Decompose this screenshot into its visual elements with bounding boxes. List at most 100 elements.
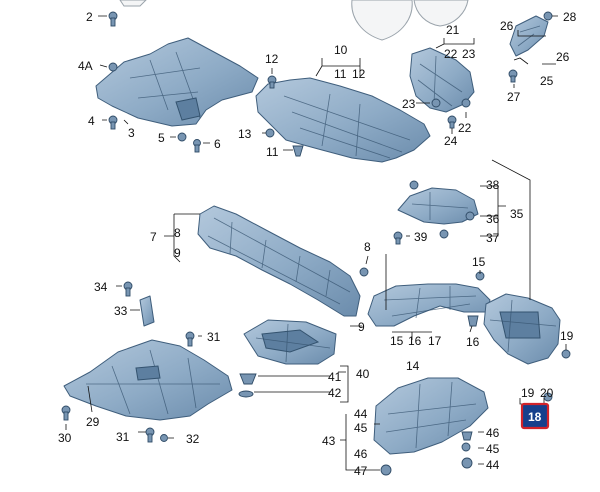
fastener-38[interactable]	[409, 180, 419, 190]
callout-27: 27	[507, 90, 521, 104]
fastener-42[interactable]	[238, 390, 254, 398]
fastener-27[interactable]	[508, 69, 518, 83]
fastener-31a[interactable]	[185, 331, 195, 347]
callout-39: 39	[414, 230, 428, 244]
fastener-16[interactable]	[467, 315, 479, 327]
callout-31a: 31	[207, 330, 221, 344]
fastener-24[interactable]	[447, 115, 457, 129]
callout-10: 10	[334, 43, 348, 57]
highlighted-part-label: 18	[528, 410, 542, 424]
callout-2: 2	[86, 10, 93, 24]
fastener-2[interactable]	[108, 11, 118, 27]
part-7-tunnel-shield[interactable]	[197, 205, 361, 317]
fastener-22[interactable]	[461, 98, 471, 108]
callout-3: 3	[128, 126, 135, 140]
callout-5: 5	[158, 131, 165, 145]
callout-9: 9	[358, 320, 365, 334]
fastener-39[interactable]	[393, 231, 403, 245]
callout-15b: 15	[390, 334, 404, 348]
fastener-45[interactable]	[461, 442, 471, 452]
callout-23a: 23	[462, 47, 476, 61]
part-29-rear-underpanel[interactable]	[63, 339, 233, 421]
callout-26: 26	[556, 50, 570, 64]
callout-37: 37	[486, 231, 500, 245]
fastener-4[interactable]	[108, 115, 118, 130]
callout-24: 24	[444, 134, 458, 148]
part-43-lower-shield[interactable]	[373, 377, 489, 455]
callout-40: 40	[356, 367, 370, 381]
callout-31: 31	[116, 430, 130, 444]
fastener-34[interactable]	[123, 281, 133, 297]
fastener-20[interactable]	[543, 392, 553, 402]
part-21-bracket[interactable]	[409, 47, 475, 113]
fastener-4a[interactable]	[108, 62, 118, 72]
callout-11: 11	[266, 145, 279, 159]
fastener-28[interactable]	[543, 11, 553, 21]
callout-26a: 26	[500, 19, 514, 33]
callout-23: 23	[402, 97, 416, 111]
callout-8: 8	[364, 240, 371, 254]
fastener-8[interactable]	[359, 267, 369, 277]
part-3-front-underpanel[interactable]	[95, 37, 259, 127]
callout-12a: 12	[352, 67, 366, 81]
callout-35: 35	[510, 207, 524, 221]
callout-45: 45	[486, 442, 500, 456]
callout-11a: 11	[334, 67, 347, 81]
callout-25: 25	[540, 74, 554, 88]
leader-lines	[65, 15, 567, 471]
callout-20: 20	[540, 386, 554, 400]
callout-9a: 9	[174, 246, 181, 260]
callout-28: 28	[563, 10, 577, 24]
fastener-47[interactable]	[380, 464, 392, 476]
callout-12: 12	[265, 52, 279, 66]
fastener-5[interactable]	[177, 132, 187, 142]
callout-14: 14	[406, 359, 420, 373]
fastener-36[interactable]	[465, 211, 475, 221]
callout-43: 43	[322, 434, 336, 448]
callout-19: 19	[560, 329, 574, 343]
callout-21: 21	[446, 23, 460, 37]
fastener-41[interactable]	[239, 373, 257, 385]
part-35-mid-bracket[interactable]	[397, 187, 479, 225]
part-18-side-panel[interactable]	[483, 293, 561, 365]
fastener-19[interactable]	[561, 349, 571, 359]
fastener-44[interactable]	[461, 457, 473, 469]
callout-44: 44	[486, 458, 500, 472]
fastener-32[interactable]	[160, 434, 168, 442]
callout-19b: 19	[521, 386, 535, 400]
callout-22a: 22	[444, 47, 458, 61]
fastener-13[interactable]	[265, 128, 275, 138]
fastener-23[interactable]	[431, 98, 441, 108]
part-40-inner-tray[interactable]	[243, 319, 337, 365]
callout-16b: 16	[466, 335, 480, 349]
callout-41: 41	[328, 370, 342, 384]
callout-8a: 8	[174, 226, 181, 240]
bracket-33[interactable]	[139, 295, 155, 327]
highlighted-part-18[interactable]: 18	[520, 402, 550, 430]
callout-13: 13	[238, 127, 252, 141]
fastener-46[interactable]	[461, 431, 473, 441]
fastener-12[interactable]	[267, 75, 277, 89]
callout-46: 46	[486, 426, 500, 440]
fastener-6[interactable]	[193, 139, 201, 153]
fastener-30[interactable]	[61, 405, 71, 421]
part-10-center-underbody-panel[interactable]	[255, 77, 431, 163]
fastener-37[interactable]	[439, 229, 449, 239]
callout-34: 34	[94, 280, 108, 294]
callout-42: 42	[328, 386, 342, 400]
callout-16: 16	[408, 334, 422, 348]
fastener-11[interactable]	[292, 145, 304, 157]
callout-22: 22	[458, 121, 472, 135]
callout-45a: 45	[354, 421, 368, 435]
fastener-31[interactable]	[145, 427, 155, 443]
callout-6: 6	[214, 137, 221, 151]
callout-4a: 4A	[78, 59, 93, 73]
callout-7: 7	[150, 230, 157, 244]
callout-33: 33	[114, 304, 128, 318]
callout-47: 47	[354, 464, 368, 478]
callout-44a: 44	[354, 407, 368, 421]
part-14-rear-channel[interactable]	[367, 283, 491, 327]
callout-32: 32	[186, 432, 200, 446]
callout-36: 36	[486, 212, 500, 226]
